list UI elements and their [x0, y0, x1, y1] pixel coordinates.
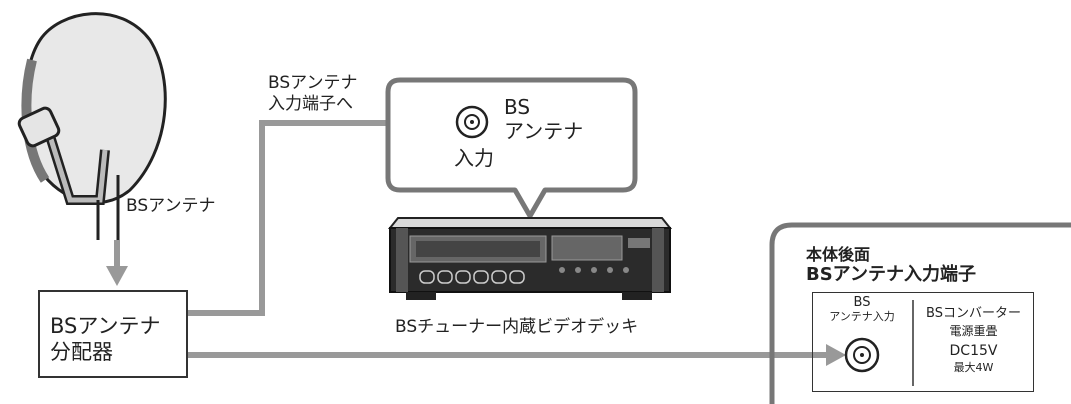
vcr-label: BSチューナー内蔵ビデオデッキ: [395, 317, 639, 337]
callout-label-line1: BS: [504, 95, 531, 119]
satellite-dish-icon: [17, 12, 167, 240]
rear-coax-port-icon: [844, 337, 880, 373]
antenna-to-splitter-arrow: [106, 240, 128, 286]
coax-port-icon: [455, 105, 489, 139]
rear-panel-title-line1: 本体後面: [806, 245, 871, 264]
converter-line2: 電源重畳: [949, 324, 998, 338]
splitter-label-line2: 分配器: [50, 340, 113, 364]
rear-port-label-line2: アンテナ入力: [829, 310, 895, 323]
cable-to-rear-panel: [186, 344, 846, 366]
route-label-line2: 入力端子へ: [268, 94, 353, 114]
vcr-icon: [387, 217, 673, 300]
splitter-box: BSアンテナ 分配器: [38, 290, 188, 378]
rear-panel-box: [812, 292, 1034, 392]
callout-label-line2: アンテナ: [504, 119, 584, 143]
callout-bubble: [385, 77, 638, 219]
route-label-line1: BSアンテナ: [268, 73, 358, 93]
converter-line1: BSコンバーター: [926, 306, 1021, 321]
splitter-label-line1: BSアンテナ: [50, 314, 161, 338]
rear-panel-title-line2: BSアンテナ入力端子: [806, 264, 976, 285]
rear-panel-frame: [769, 222, 1071, 404]
callout-label-line3: 入力: [454, 146, 494, 170]
rear-port-label-line1: BS: [853, 295, 871, 310]
antenna-label: BSアンテナ: [126, 196, 216, 216]
converter-line3: DC15V: [949, 343, 998, 359]
converter-line4: 最大4W: [953, 361, 994, 374]
